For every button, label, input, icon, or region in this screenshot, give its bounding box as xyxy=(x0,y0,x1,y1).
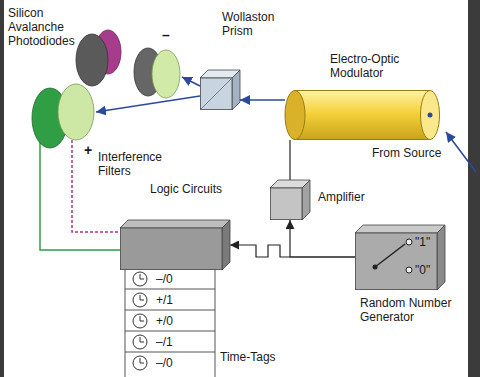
random-number-generator-shape xyxy=(355,225,445,290)
amplifier-box: Amplifier xyxy=(270,180,310,220)
photodiode xyxy=(76,34,108,86)
light-beam xyxy=(96,96,200,112)
polarity-sign: – xyxy=(162,28,174,42)
light-beam xyxy=(446,132,476,172)
time-tag: +/0 xyxy=(156,314,206,328)
detector-wire xyxy=(72,125,120,232)
switch-value: "0" xyxy=(415,263,430,277)
time-tag: –/1 xyxy=(156,335,206,349)
electro-optic-modulator: Electro-Optic Modulator xyxy=(285,90,440,140)
pulse-signal xyxy=(230,245,355,257)
amplifier-box-shape xyxy=(270,180,310,220)
part-label: Electro-Optic Modulator xyxy=(330,52,420,80)
switch-value: "1" xyxy=(415,235,430,249)
polarity-sign: + xyxy=(84,143,96,157)
light-beam xyxy=(240,99,285,101)
time-tag: –/0 xyxy=(156,272,206,286)
part-label: Time-Tags xyxy=(220,350,290,364)
logic-box: Logic Circuits xyxy=(120,220,230,270)
drive-line xyxy=(289,140,290,180)
part-label: Silicon Avalanche Photodiodes xyxy=(8,6,88,48)
interference-filter xyxy=(152,50,180,98)
wollaston-prism: Wollaston Prism xyxy=(200,70,240,110)
part-label: Logic Circuits xyxy=(150,182,230,196)
time-tag: –/0 xyxy=(156,356,206,370)
logic-box-shape xyxy=(120,220,230,270)
beam-label: From Source xyxy=(372,146,452,160)
light-beam xyxy=(182,77,200,86)
part-label: Wollaston Prism xyxy=(222,10,292,38)
time-tag: +/1 xyxy=(156,293,206,307)
part-label: Interference Filters xyxy=(98,150,178,178)
part-label: Random Number Generator xyxy=(360,296,460,324)
signal-line xyxy=(290,220,355,257)
interference-filter xyxy=(58,84,94,140)
time-tag-strip xyxy=(125,266,215,377)
clock-icons xyxy=(125,272,215,370)
wollaston-prism-shape xyxy=(200,70,240,110)
random-number-generator: "1""0"Random Number Generator xyxy=(355,225,445,290)
electro-optic-modulator-shape xyxy=(285,90,440,140)
part-label: Amplifier xyxy=(318,190,388,204)
